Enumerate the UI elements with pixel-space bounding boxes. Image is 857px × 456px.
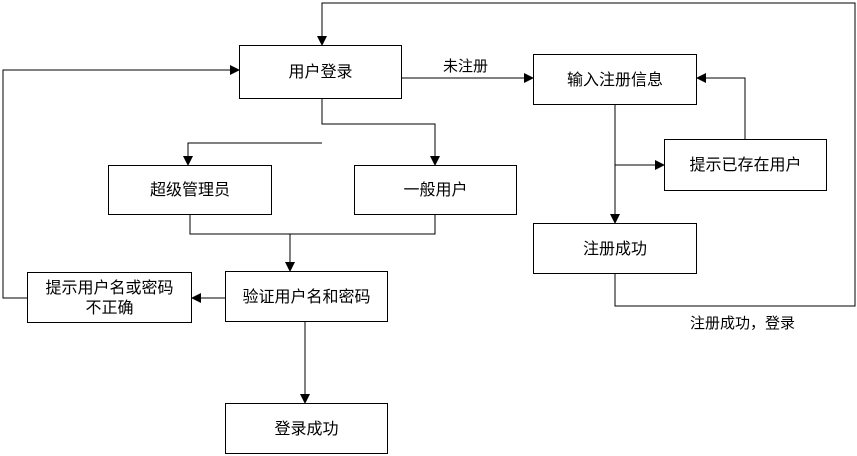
- super-admin-box: 超级管理员: [108, 165, 272, 215]
- edge-login-split: [321, 99, 440, 166]
- normal-user-box: 一般用户: [354, 165, 517, 215]
- register-success-label: 注册成功: [582, 238, 647, 258]
- login-success-label: 登录成功: [274, 418, 339, 438]
- user-login-box: 用户登录: [239, 45, 402, 99]
- edge-merge-roles: [189, 215, 436, 235]
- edge-label-not-registered: 未注册: [443, 57, 489, 75]
- login-success-box: 登录成功: [225, 403, 388, 454]
- register-success-box: 注册成功: [533, 223, 697, 274]
- user-login-label: 用户登录: [288, 62, 353, 81]
- input-register-info-label: 输入注册信息: [566, 69, 663, 89]
- edge-hint-exists-to-register: [696, 73, 746, 139]
- normal-user-label: 一般用户: [403, 180, 468, 199]
- edge-hint-to-login: [2, 65, 240, 299]
- hint-wrong-credentials-box: 提示用户名或密码 不正确: [27, 272, 192, 323]
- edge-register-success-to-login: [317, 2, 856, 307]
- verify-credentials-label: 验证用户名和密码: [242, 286, 371, 306]
- hint-user-exists-label: 提示已存在用户: [689, 155, 802, 174]
- super-admin-label: 超级管理员: [149, 180, 230, 199]
- hint-wrong-credentials-label: 提示用户名或密码 不正确: [45, 277, 174, 317]
- hint-user-exists-box: 提示已存在用户: [664, 139, 827, 191]
- edge-label-register-success-login: 注册成功，登录: [690, 314, 796, 332]
- input-register-info-box: 输入注册信息: [533, 54, 697, 105]
- verify-credentials-box: 验证用户名和密码: [225, 271, 388, 322]
- edge-to-super-admin: [183, 142, 322, 166]
